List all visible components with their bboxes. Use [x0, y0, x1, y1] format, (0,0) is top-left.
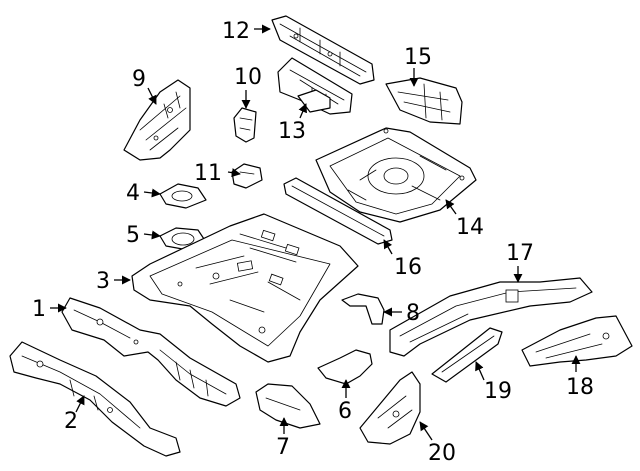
part-4-plate[interactable] [159, 183, 207, 209]
part-19-strip[interactable] [431, 327, 503, 383]
callout-18: 18 [566, 375, 594, 400]
callout-labels: 1 2 3 4 5 6 7 8 9 10 11 12 13 14 15 16 1… [32, 19, 594, 466]
part-8-bracket[interactable] [341, 293, 385, 325]
callout-1: 1 [32, 297, 46, 322]
part-7-bracket[interactable] [255, 383, 321, 429]
part-12-cross-member[interactable] [271, 15, 375, 85]
part-9-bracket[interactable] [123, 79, 191, 161]
part-18-panel[interactable] [521, 315, 633, 367]
callout-19: 19 [484, 379, 512, 404]
part-3-rear-floor-pan[interactable] [131, 213, 359, 363]
part-14-spare-tire-well[interactable] [315, 127, 477, 223]
callout-13: 13 [278, 119, 306, 144]
part-20-bracket[interactable] [359, 371, 421, 445]
callout-5: 5 [126, 223, 140, 248]
callout-16: 16 [394, 255, 422, 280]
callout-10: 10 [234, 65, 262, 90]
callout-17: 17 [506, 241, 534, 266]
part-17-rail[interactable] [389, 277, 593, 357]
callout-2: 2 [64, 409, 78, 434]
callout-12: 12 [222, 19, 250, 44]
part-1-side-member[interactable] [61, 297, 241, 407]
callout-15: 15 [404, 45, 432, 70]
callout-3: 3 [96, 269, 110, 294]
part-2-side-rail[interactable] [9, 341, 181, 457]
callout-20: 20 [428, 441, 456, 466]
part-6-bracket[interactable] [317, 349, 373, 385]
callout-9: 9 [132, 67, 146, 92]
part-10-small-bracket[interactable] [233, 107, 257, 143]
callout-14: 14 [456, 215, 484, 240]
callout-6: 6 [338, 399, 352, 424]
leader-lines [50, 24, 581, 441]
callout-4: 4 [126, 181, 140, 206]
callout-7: 7 [276, 435, 290, 460]
callout-11: 11 [194, 161, 222, 186]
part-15-panel[interactable] [385, 77, 463, 125]
callout-8: 8 [406, 301, 420, 326]
part-11-clip[interactable] [231, 163, 263, 189]
